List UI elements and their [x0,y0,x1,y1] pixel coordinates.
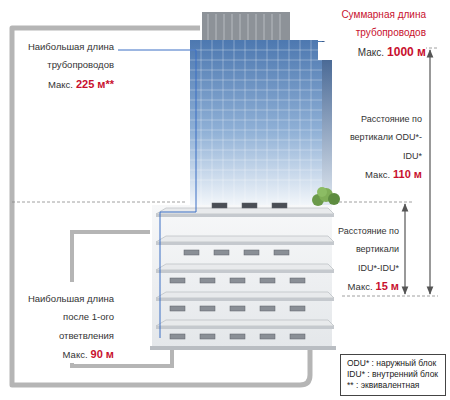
legend-text: ** : эквивалентная [347,380,439,391]
label-group: Макс.110 м [340,164,422,182]
label-group: Расстояние по вертикали IDU*-IDU* [337,220,399,275]
floor-edge [156,242,334,245]
outdoor-unit [212,203,227,208]
pipe [72,232,150,282]
floor-slab [156,264,334,270]
annotation-text: Макс. [348,281,373,292]
indoor-unit [200,278,215,283]
legend-text: ODU* : наружный блок [347,358,439,369]
outdoor-unit [242,203,257,208]
label-group: Расстояние по вертикали ODU*-IDU* [340,108,422,163]
dashed-line [334,202,412,203]
floor-edge [156,270,334,273]
rooftop-fins [208,14,280,40]
indoor-unit [200,334,215,339]
tower-side [322,40,332,205]
indoor-unit [230,278,245,283]
label-group: Суммарная длина трубопроводов [318,4,426,41]
annotation-text: Макс. [365,169,390,180]
floor-slab [156,236,334,242]
floor-slab [156,320,334,326]
refrigerant-line [118,50,196,212]
outdoor-unit [272,203,287,208]
indoor-unit [260,278,275,283]
label-group: Наибольшая длина после 1-ого ответвления [20,288,114,343]
dimension-arrow [404,204,405,294]
annotation-text: Макс. [358,47,384,58]
annotation-text: Суммарная длина трубопроводов [341,9,426,38]
indoor-unit [230,306,245,311]
floor-edge [156,214,334,217]
annotation-text: Наибольшая длина трубопроводов [28,41,114,70]
annotation-text: Расстояние по вертикали ODU*-IDU* [350,114,422,161]
rooftop-unit [202,12,290,42]
legend-text: IDU* : внутренний блок [347,369,439,380]
floor-edge [156,326,334,329]
indoor-unit [260,306,275,311]
annotation-text: Макс. [48,79,73,90]
indoor-unit [230,334,245,339]
dimension-value: 225 м** [76,78,114,90]
indoor-unit [260,334,275,339]
indoor-unit [170,334,185,339]
indoor-unit [214,250,229,255]
indoor-unit [274,250,289,255]
dashed-line [12,202,186,203]
indoor-unit [200,306,215,311]
indoor-unit [184,250,199,255]
dimension-value: 1000 м [387,45,426,59]
label-group: Макс.1000 м [318,42,426,60]
indoor-unit [244,250,259,255]
dimension-value: 90 м [91,348,114,360]
dimension-value: 110 м [393,168,422,180]
floor-slab [156,208,334,214]
floor-slab [156,292,334,298]
floor-slabs [150,203,336,350]
dimension-arrow [429,50,430,294]
tower-front [190,40,322,205]
annotation-text: Макс. [63,349,88,360]
refrigerant-line [160,212,196,338]
label-group: Макс.15 м [337,276,399,294]
indoor-unit [290,334,305,339]
dimension-value: 15 м [376,280,399,292]
ground-slab [150,346,336,350]
indoor-unit [290,306,305,311]
indoor-unit [170,278,185,283]
window-grid [190,40,322,205]
label-group: Макс.90 м [20,344,114,362]
indoor-unit [290,278,305,283]
annotation-text: Наибольшая длина после 1-ого ответвления [28,293,114,341]
annotation-text: Расстояние по вертикали IDU*-IDU* [338,226,399,273]
floor-edge [156,298,334,301]
legend-box: ODU* : наружный блокIDU* : внутренний бл… [340,354,446,396]
indoor-unit [170,306,185,311]
trees [312,187,340,206]
dashed-line [342,296,438,297]
label-group: Наибольшая длина трубопроводов [22,36,114,73]
label-group: Макс.225 м** [22,74,114,92]
